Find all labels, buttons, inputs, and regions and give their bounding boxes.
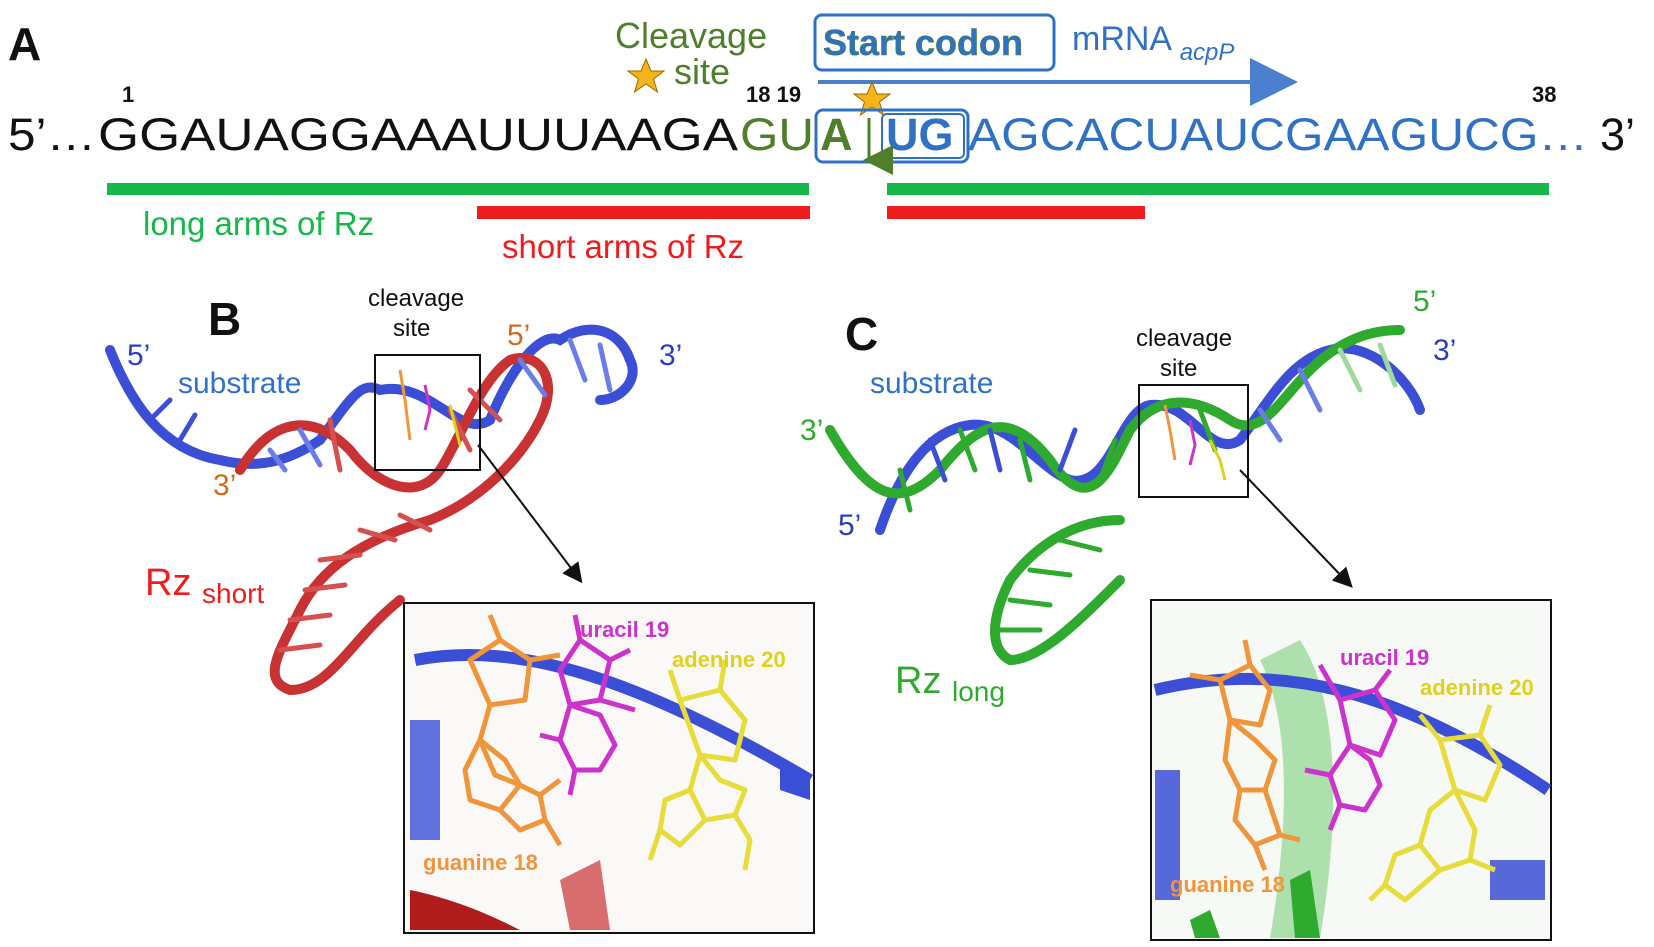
panel-b-zoom-pointer [477, 444, 583, 584]
panel-c-base-rungs [897, 342, 1398, 633]
mrna-label-sub: acpP [1180, 39, 1235, 66]
short-arm-bar-right [887, 206, 1145, 219]
rz-long-label: Rz long [895, 660, 1005, 707]
rz-short-label: Rz short [145, 562, 264, 609]
inset-c-uracil-label: uracil 19 [1340, 645, 1429, 670]
cleavage-site-label-line2: site [674, 51, 730, 92]
panel-c-3prime-blue: 3’ [1433, 334, 1456, 367]
panel-b-cleavage-line1: cleavage [368, 285, 464, 312]
sequence-suffix: 3’ [1600, 109, 1635, 160]
panel-b-cleavage-line2: site [393, 315, 430, 342]
panel-c-zoom-pointer [1239, 469, 1353, 588]
inset-b-uracil [539, 614, 636, 796]
inset-c-guanine [1189, 639, 1301, 871]
position-38-label: 38 [1532, 82, 1556, 107]
long-arm-bar-left [107, 183, 809, 195]
panel-b-3prime-orange: 3’ [213, 469, 236, 502]
panel-c-cleavage-box [1138, 384, 1249, 498]
panel-c-cleavage-line2: site [1160, 355, 1197, 382]
inset-c-guanine-label: guanine 18 [1170, 872, 1285, 897]
codon-star-icon [852, 80, 892, 117]
sequence-black-segment: GGAUAGGAAAUUUAAGA [98, 109, 738, 160]
panel-b-3prime-blue: 3’ [659, 339, 682, 372]
sequence-prefix: 5’… [8, 109, 96, 160]
inset-b-adenine-label: adenine 20 [672, 647, 786, 672]
sequence-blue-segment: AGCACUAUCGAAGUCG… [968, 109, 1588, 160]
short-arms-label: short arms of Rz [502, 228, 744, 265]
rz-short-sub: short [202, 578, 264, 609]
inset-c-uracil [1304, 663, 1398, 831]
start-codon-label: Start codon [823, 22, 1023, 63]
position-18-19-label: 18 19 [746, 82, 801, 107]
ug-box [881, 113, 965, 159]
panel-c-label: C [845, 308, 878, 360]
start-codon-box [813, 13, 1056, 72]
panel-b-substrate-strand [105, 324, 638, 469]
codon-ug: UG [886, 109, 954, 160]
inset-c-adenine-label: adenine 20 [1420, 675, 1534, 700]
panel-b-cleavage-box [374, 354, 481, 471]
panel-b: B cleavage site substrate 5’ 3’ 5’ 3’ Rz… [105, 285, 815, 934]
panel-c-substrate-label: substrate [870, 367, 993, 400]
panel-b-5prime-blue: 5’ [127, 339, 150, 372]
cleavage-site-label-line1: Cleavage [615, 15, 767, 56]
short-arm-bar-left [477, 206, 810, 219]
inset-c-adenine [1368, 704, 1503, 903]
panel-a: A Cleavage site Start codon mRNA acpP 1 … [8, 13, 1635, 265]
inset-b-guanine-label: guanine 18 [423, 850, 538, 875]
panel-c-inset: uracil 19 adenine 20 guanine 18 [1150, 599, 1552, 941]
long-arm-bar-right [887, 183, 1549, 195]
panel-c-5prime-blue: 5’ [838, 509, 861, 542]
sequence-olive-segment: GU [740, 109, 814, 160]
codon-a: A [820, 109, 853, 160]
inset-b-uracil-label: uracil 19 [580, 617, 669, 642]
long-arms-label: long arms of Rz [143, 205, 374, 242]
rz-long-sub: long [952, 676, 1005, 707]
position-1-label: 1 [122, 82, 134, 107]
panel-b-rz-strand [235, 353, 554, 696]
panel-b-base-rungs [147, 337, 613, 653]
panel-c: C cleavage site substrate 5’ 3’ 3’ 5’ Rz… [800, 285, 1552, 941]
panel-b-nucleotides [398, 369, 462, 446]
inset-b-adenine [647, 659, 753, 871]
panel-b-inset: uracil 19 adenine 20 guanine 18 [403, 602, 815, 934]
rz-short-main: Rz [145, 562, 191, 604]
panel-c-3prime-green: 3’ [800, 414, 823, 447]
mrna-label-main: mRNA [1072, 20, 1172, 58]
panel-c-nucleotides [1163, 404, 1227, 481]
inset-b-guanine [462, 614, 563, 847]
panel-c-cleavage-line1: cleavage [1136, 325, 1232, 352]
rz-long-main: Rz [895, 660, 941, 702]
panel-a-label: A [8, 18, 41, 70]
panel-c-5prime-green: 5’ [1413, 285, 1436, 318]
mrna-label: mRNA acpP [1072, 20, 1234, 66]
panel-b-label: B [208, 293, 241, 345]
cleavage-star-icon [626, 57, 666, 94]
panel-b-substrate-label: substrate [178, 367, 301, 400]
panel-b-5prime-orange: 5’ [507, 319, 530, 352]
